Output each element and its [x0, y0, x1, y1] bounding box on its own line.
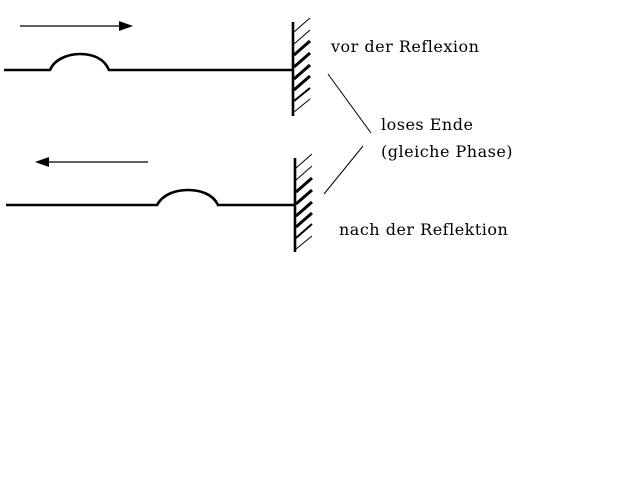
label-loose-end: loses Ende: [381, 115, 474, 134]
rope-before: [4, 52, 292, 72]
label-before-reflection: vor der Reflexion: [331, 37, 480, 56]
arrow-left-icon: [35, 157, 148, 167]
pointer-line-bottom: [323, 145, 364, 195]
arrow-right-icon: [20, 21, 133, 31]
wall-top: [291, 17, 311, 116]
rope-after: [6, 188, 294, 207]
label-same-phase: (gleiche Phase): [381, 142, 514, 161]
pointer-line-top: [327, 73, 372, 134]
wall-bottom: [293, 153, 313, 252]
label-after-reflection: nach der Reflektion: [339, 220, 509, 239]
